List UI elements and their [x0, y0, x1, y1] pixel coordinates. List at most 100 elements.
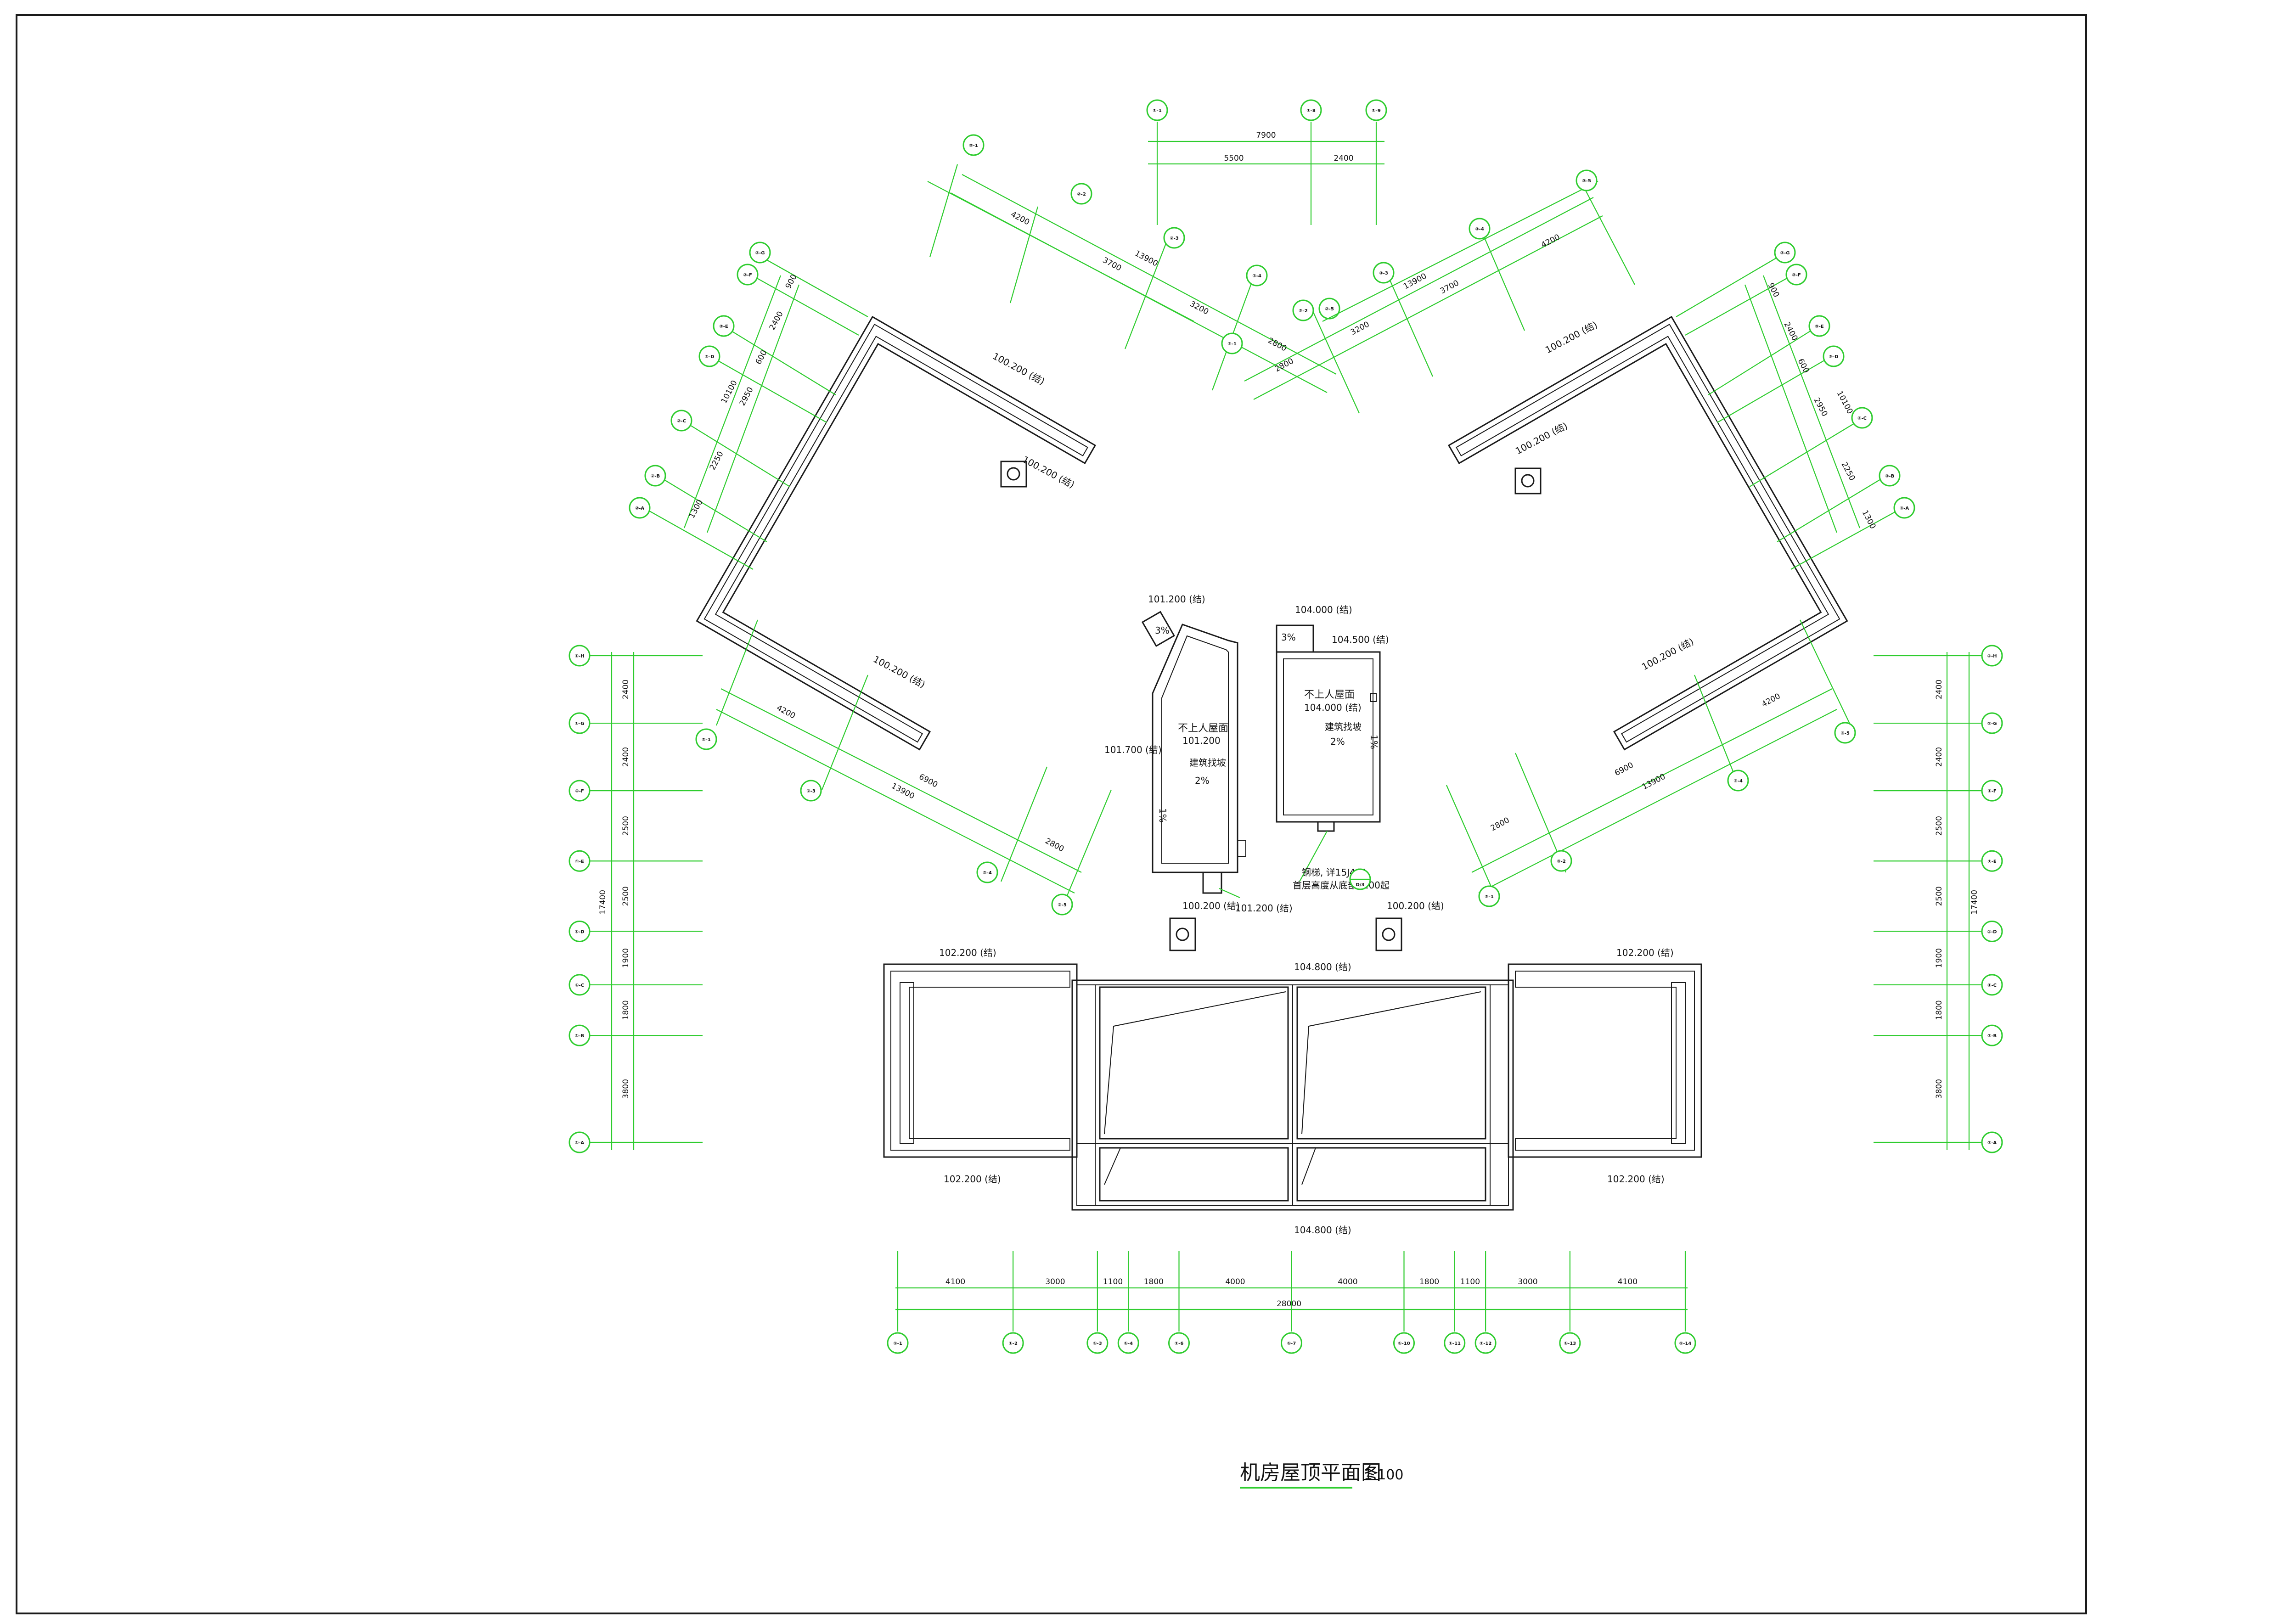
ladder-sub-note: 首层高度从底部2100起 — [1293, 880, 1390, 891]
drawing-title: 机房屋顶平面图 — [1240, 1461, 1381, 1484]
svg-text:③-E: ③-E — [1815, 324, 1824, 329]
axis-bubble: ③-4 — [1469, 218, 1491, 240]
axis-bubble: ①-E — [1981, 850, 2003, 872]
side-dim-part: 1800 — [1935, 1000, 1944, 1020]
axis-bubble: ①-13 — [1559, 1332, 1581, 1354]
axis-bubble-label: ①-4 — [1124, 1341, 1133, 1346]
axis-bubble: ③-3 — [1373, 262, 1395, 284]
axis-bubble: ②-3 — [1163, 227, 1185, 249]
level-label: 102.200 (结) — [939, 947, 996, 958]
axis-bubble: ②-B — [644, 465, 666, 487]
axis-bubble: ①-H — [568, 645, 591, 667]
bottom-dim-part: 4100 — [1618, 1277, 1638, 1287]
axis-bubble-label: ①-C — [1987, 983, 1997, 988]
side-dim-part: 2500 — [621, 886, 630, 906]
side-dim-part: 2400 — [621, 747, 630, 767]
axis-bubble-label: ①-12 — [1480, 1341, 1492, 1346]
svg-text:③-2: ③-2 — [1557, 859, 1566, 864]
axis-bubble-label: ①-C — [575, 983, 584, 988]
bottom-right-block: 102.200 (结) 102.200 (结) — [1508, 947, 1702, 1185]
svg-text:②-E: ②-E — [719, 324, 728, 329]
svg-text:②-2: ②-2 — [1077, 192, 1086, 197]
axis-bubble-label: ①-B — [575, 1034, 584, 1039]
drain-left: 100.200 (结) — [1169, 900, 1240, 951]
axis-bubble-label: ①-G — [575, 721, 585, 726]
slope-small-label: 1% — [1157, 808, 1168, 823]
svg-text:③-G: ③-G — [1780, 251, 1790, 256]
axis-bubble-label: ①-1 — [893, 1341, 902, 1346]
svg-text:③-F: ③-F — [1792, 273, 1801, 278]
axis-bubble: ①-2 — [1002, 1332, 1024, 1354]
drawing-title-block: 机房屋顶平面图 1:100 — [1240, 1461, 1403, 1489]
svg-text:③-C: ③-C — [1857, 416, 1867, 421]
axis-bubble-label: ①-E — [575, 859, 584, 864]
axis-bubble: ①-C — [568, 974, 591, 996]
bottom-dim-part: 1800 — [1419, 1277, 1439, 1287]
axis-bubble: ③-2 — [1550, 850, 1572, 872]
axis-bubble: ①-G — [568, 712, 591, 734]
axis-bubble: ①-D — [568, 920, 591, 942]
svg-text:②-D: ②-D — [705, 354, 715, 360]
svg-text:②-5: ②-5 — [1058, 903, 1067, 908]
bottom-dim-part: 4000 — [1338, 1277, 1357, 1287]
level-label: 104.000 (结) — [1304, 702, 1362, 713]
axis-bubble: ①-E — [568, 850, 591, 872]
bottom-overall-dim: 28000 — [1277, 1299, 1301, 1309]
svg-text:③-4: ③-4 — [1733, 779, 1743, 784]
svg-text:③-D: ③-D — [1829, 354, 1839, 360]
axis-bubble: ②-E — [713, 315, 735, 337]
level-label: 101.200 — [1182, 735, 1221, 746]
side-dim-part: 2400 — [1935, 680, 1944, 699]
axis-bubble: ③-1 — [1478, 885, 1500, 907]
axis-bubble: ②-1 — [695, 728, 717, 750]
level-label: 104.000 (结) — [1295, 604, 1352, 615]
no-access-roof-label: 不上人屋面 — [1304, 689, 1355, 701]
axis-bubble: ①-F — [568, 780, 591, 802]
axis-bubble: ③-C — [1851, 407, 1873, 429]
axis-bubble: ②-4 — [1246, 264, 1268, 287]
axis-bubble-label: ①-6 — [1175, 1341, 1184, 1346]
vent-label: 3% — [1281, 632, 1296, 643]
axis-bubble-label: ①-F — [575, 789, 584, 794]
svg-text:②-F: ②-F — [743, 273, 752, 278]
bottom-dim-part: 1800 — [1144, 1277, 1164, 1287]
axis-bubble: ③-4 — [1727, 770, 1749, 792]
axis-bubble-label: ①-7 — [1287, 1341, 1296, 1346]
axis-bubble: ①-G — [1981, 712, 2003, 734]
axis-bubble: ①-C — [1981, 974, 2003, 996]
side-dim-part: 2400 — [621, 680, 630, 699]
axis-bubble-label: ①-14 — [1679, 1341, 1692, 1346]
axis-bubble: ①-14 — [1674, 1332, 1696, 1354]
bottom-center-block: 104.800 (结) 104.800 (结) — [1071, 961, 1514, 1236]
axis-bubble-label: ①-D — [1987, 929, 1997, 934]
top-dimension-group: 7900 5500 2400 ①-1 ①-8 ①-9 — [1146, 99, 1387, 225]
axis-bubble-label: ①-D — [575, 929, 585, 934]
slope-label: 2% — [1330, 736, 1345, 747]
axis-bubble: ①-3 — [1086, 1332, 1109, 1354]
axis-bubble: ②-C — [670, 410, 692, 432]
level-label: 101.200 (结) — [1235, 903, 1293, 914]
axis-bubble-label: ①-F — [1987, 789, 1996, 794]
side-dim-part: 2500 — [621, 816, 630, 836]
axis-bubble: ①-9 — [1365, 99, 1387, 121]
svg-text:②-A: ②-A — [635, 506, 645, 511]
bottom-dim-part: 3000 — [1518, 1277, 1537, 1287]
svg-text:③-5: ③-5 — [1840, 731, 1850, 736]
svg-text:D/3: D/3 — [1356, 882, 1365, 888]
axis-bubble: ②-A — [629, 497, 651, 519]
center-right-block: 104.000 (结) 104.500 (结) 不上人屋面 104.000 (结… — [1276, 604, 1390, 891]
svg-text:③-3: ③-3 — [1379, 271, 1388, 276]
top-dim-part-2: 2400 — [1334, 154, 1353, 163]
bottom-dim-part: 3000 — [1045, 1277, 1065, 1287]
slope-label: 2% — [1195, 775, 1210, 786]
axis-bubble: ①-11 — [1444, 1332, 1466, 1354]
axis-bubble: ②-F — [737, 264, 759, 286]
axis-bubble: ②-4 — [976, 861, 998, 883]
svg-text:②-1: ②-1 — [702, 737, 711, 742]
left-overall-dim: 17400 — [598, 890, 608, 915]
axis-bubble-label: ①-B — [1987, 1034, 1997, 1039]
roof-drain — [1000, 461, 1027, 488]
axis-bubble: ③-5 — [1576, 169, 1598, 191]
svg-text:①-9: ①-9 — [1372, 108, 1381, 113]
roof-drain — [1514, 467, 1542, 495]
